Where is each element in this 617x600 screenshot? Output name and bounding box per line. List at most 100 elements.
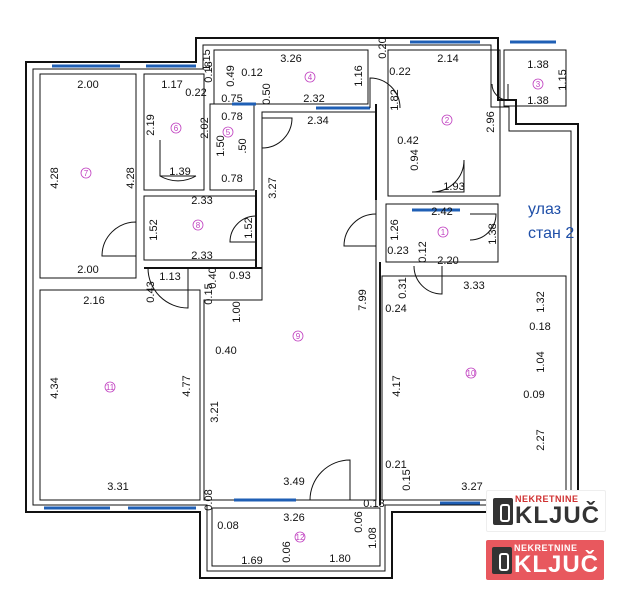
room-number: 8 <box>196 221 201 230</box>
outer-walls <box>25 37 579 579</box>
dimension-label: 0.06 <box>353 511 365 532</box>
dimension-label: 3.21 <box>209 401 221 422</box>
dimension-label: 0.23 <box>387 245 408 257</box>
dimension-label: 2.34 <box>307 115 328 127</box>
room-number: 10 <box>467 369 476 378</box>
dimension-label: 0.08 <box>203 489 215 510</box>
dimension-label: 0.08 <box>217 520 238 532</box>
logo-top-text: NEKRETNINE <box>514 543 578 553</box>
dimension-label: 2.16 <box>83 295 104 307</box>
dimension-label: 0.12 <box>241 67 262 79</box>
dimension-label: 3.33 <box>463 280 484 292</box>
dimension-label: 4.77 <box>181 375 193 396</box>
dimension-label: 1.16 <box>353 65 365 86</box>
dimension-label: 2.27 <box>535 429 547 450</box>
dimension-label: 0.78 <box>221 173 242 185</box>
dimension-label: 1.26 <box>389 219 401 240</box>
dimension-label: 0.40 <box>207 267 219 288</box>
dimension-label: 1.80 <box>329 553 350 565</box>
dimension-label: 0.09 <box>523 389 544 401</box>
dimension-label: 0.50 <box>261 83 273 104</box>
logo-top-text: NEKRETNINE <box>515 494 579 504</box>
dimension-label: 0.18 <box>529 321 550 333</box>
dimension-label: 3.26 <box>280 53 301 65</box>
dimension-label: 0.06 <box>281 541 293 562</box>
doors <box>101 77 509 501</box>
room-number: 1 <box>441 228 446 237</box>
dimension-label: 4.28 <box>125 167 137 188</box>
dimension-label: 2.20 <box>437 255 458 267</box>
dimension-label: 1.93 <box>443 181 464 193</box>
dimension-label: 1.38 <box>487 223 499 244</box>
dimension-label: 1.52 <box>243 217 255 238</box>
room-markers: 1 2 3 4 5 6 7 8 9 10 11 12 <box>80 71 544 543</box>
dimension-label: 2.42 <box>431 206 452 218</box>
dimension-label: 0.43 <box>145 281 157 302</box>
dimension-label: 0.31 <box>397 277 409 298</box>
dimension-label: 1.04 <box>535 351 547 372</box>
dimension-label: 4.17 <box>391 375 403 396</box>
room-number: 5 <box>226 128 231 137</box>
watermark-logo-red: NEKRETNINE KLJUČ <box>486 540 604 580</box>
dimension-label: 0.24 <box>385 303 406 315</box>
key-icon <box>492 547 512 574</box>
dimension-label: 1.08 <box>367 527 379 548</box>
dimension-label: 1.50 <box>215 135 227 156</box>
dimension-label: .50 <box>237 138 249 153</box>
room-number: 7 <box>84 169 89 178</box>
dimension-label: 1.13 <box>159 271 180 283</box>
dimension-label: 0.94 <box>409 149 421 170</box>
dimension-label: 1.15 <box>201 49 213 70</box>
dimension-label: 0.42 <box>397 135 418 147</box>
room-number: 4 <box>308 73 313 82</box>
dimension-label: 3.31 <box>107 481 128 493</box>
dimension-label: 0.15 <box>401 469 413 490</box>
dimension-label: 3.26 <box>283 512 304 524</box>
key-icon <box>493 498 513 525</box>
room-number: 12 <box>296 533 305 542</box>
windows <box>44 40 556 510</box>
dimension-label: 1.38 <box>527 95 548 107</box>
dimension-label: 1.32 <box>535 291 547 312</box>
dimension-label: 1.39 <box>169 166 190 178</box>
dimension-label: 1.82 <box>389 89 401 110</box>
room-number: 11 <box>106 383 115 392</box>
dimension-label: 2.00 <box>77 264 98 276</box>
dimension-label: 2.96 <box>485 111 497 132</box>
dimension-label: 1.52 <box>148 219 160 240</box>
logo-main-text: KLJUČ <box>514 551 600 578</box>
room-number: 9 <box>296 332 301 341</box>
dimension-label: 1.00 <box>231 301 243 322</box>
dimension-label: 0.21 <box>385 459 406 471</box>
dimension-label: 0.15 <box>203 283 215 304</box>
dimension-label: 1.15 <box>557 69 569 90</box>
dimension-label: 1.17 <box>161 79 182 91</box>
dimension-label: 2.33 <box>191 195 212 207</box>
interior-walls <box>39 49 567 567</box>
dimension-label: 2.02 <box>199 117 211 138</box>
dimension-label: 3.27 <box>267 177 279 198</box>
dimension-label: 2.19 <box>145 114 157 135</box>
dimension-label: 2.32 <box>303 93 324 105</box>
dimension-label: 0.75 <box>221 93 242 105</box>
dimension-labels: 2.00 4.28 4.28 2.00 1.17 0.22 2.19 0.18 … <box>49 37 569 567</box>
dimension-label: 2.14 <box>437 53 458 65</box>
dimension-label: 2.33 <box>191 250 212 262</box>
dimension-label: 4.34 <box>49 377 61 398</box>
entrance-label-line1: улаз <box>528 201 561 218</box>
dimension-label: 0.22 <box>389 66 410 78</box>
room-number: 3 <box>536 80 541 89</box>
entrance-label-line2: стан 2 <box>528 225 574 242</box>
dimension-label: 0.22 <box>185 87 206 99</box>
room-number: 6 <box>174 124 179 133</box>
watermark-logo-light: NEKRETNINE KLJUČ <box>486 490 606 532</box>
dimension-label: 0.93 <box>229 270 250 282</box>
dimension-label: 4.28 <box>49 167 61 188</box>
room-number: 2 <box>445 116 450 125</box>
dimension-label: 0.49 <box>225 65 237 86</box>
dimension-label: 2.00 <box>77 79 98 91</box>
dimension-label: 0.20 <box>377 37 389 58</box>
dimension-label: 3.49 <box>283 476 304 488</box>
dimension-label: 0.13 <box>363 498 384 510</box>
dimension-label: 0.12 <box>417 241 429 262</box>
